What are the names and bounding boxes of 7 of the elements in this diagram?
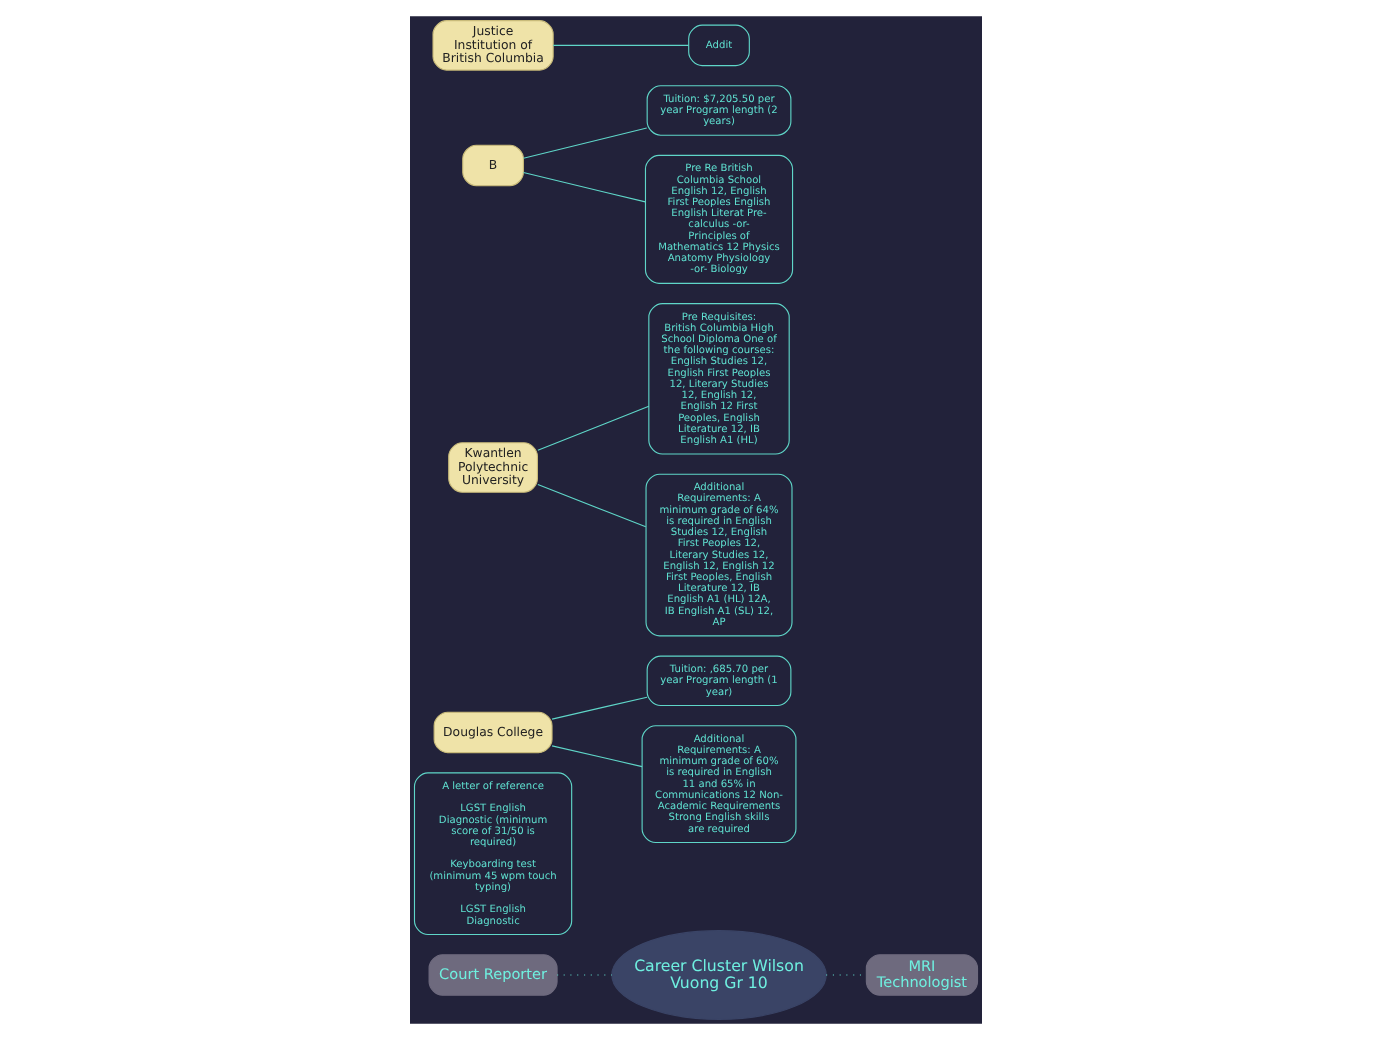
- connector: [551, 745, 643, 768]
- connector: [522, 172, 646, 203]
- connector: [552, 44, 690, 46]
- connector: [551, 696, 648, 720]
- connector: [522, 127, 648, 159]
- connector: [537, 484, 647, 528]
- connector: [537, 405, 650, 451]
